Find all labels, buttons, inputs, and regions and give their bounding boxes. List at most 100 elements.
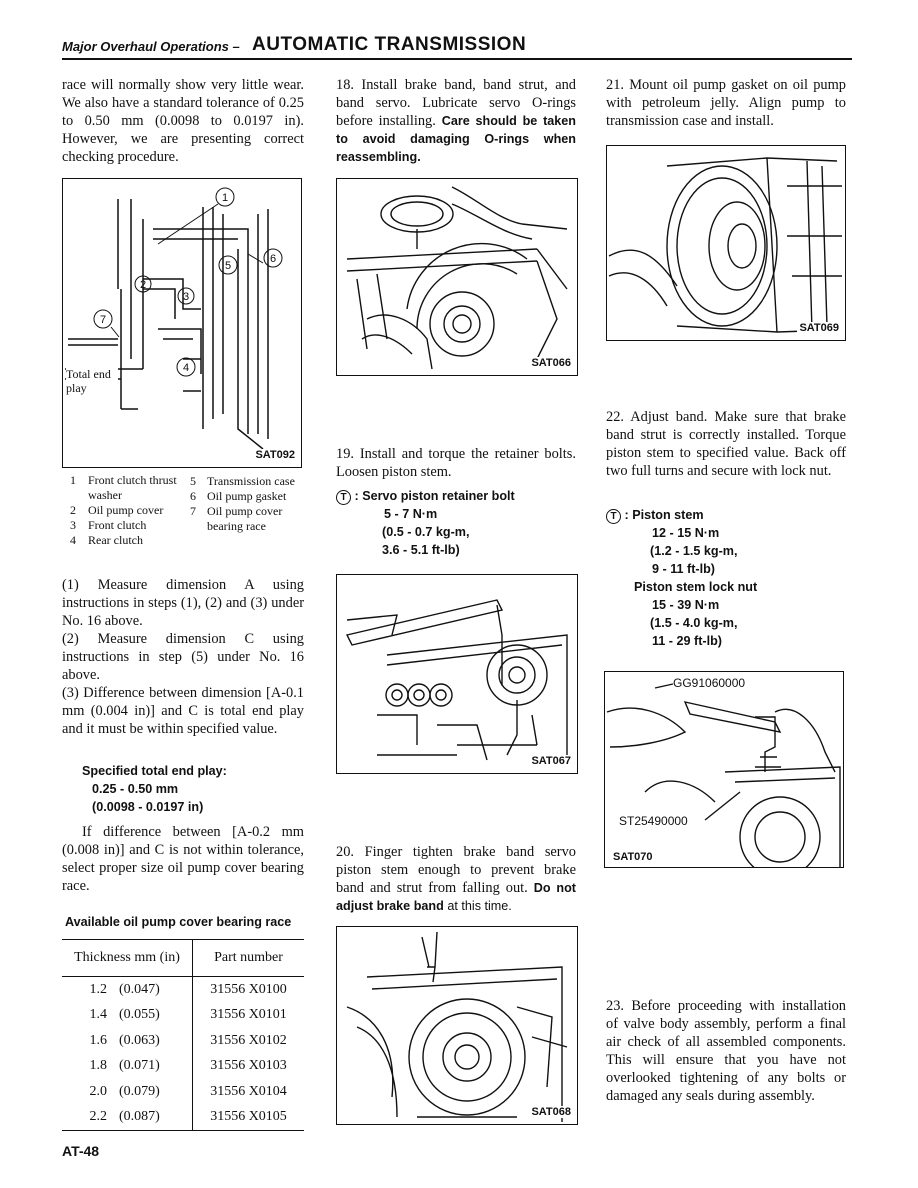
servo-nm: 5 - 7 N·m [384, 507, 438, 521]
servo-torque-spec: T : Servo piston retainer bolt 5 - 7 N·m… [336, 487, 576, 559]
intro-text: race will normally show very little wear… [62, 77, 304, 165]
callout-3: 3 [183, 291, 189, 303]
step-20: 20. Finger tighten brake band servo pist… [336, 843, 576, 915]
lock-ftlb: 11 - 29 ft-lb) [652, 634, 722, 648]
legend-right: 5 Transmission case 6 Oil pump gasket 7 … [190, 474, 302, 534]
measure-steps: (1) Measure dimension A using instructio… [62, 576, 304, 738]
figure-code: SAT066 [529, 357, 573, 369]
thickness-mm: 2.2 [89, 1109, 108, 1125]
col-header-part: Part number [192, 939, 304, 977]
oil-pump-drawing [608, 157, 842, 333]
thickness-cell: 1.6 (0.063) [62, 1028, 193, 1054]
table-row: 2.2 (0.087) 31556 X0105 [62, 1104, 304, 1131]
callout-2: 2 [140, 279, 146, 291]
thickness-in: (0.087) [119, 1109, 160, 1125]
piston-torque-spec: T : Piston stem 12 - 15 N·m (1.2 - 1.5 k… [606, 506, 846, 650]
step-20-caution: Do not adjust brake band [336, 881, 576, 913]
thickness-mm: 2.0 [89, 1083, 108, 1099]
lock-nut-label: Piston stem lock nut [634, 580, 758, 594]
bearing-race-table: Thickness mm (in) Part number 1.2(0.047)… [62, 939, 304, 1131]
part-number-cell: 31556 X0103 [210, 1058, 287, 1074]
legend-item: 7 Oil pump cover bearing race [190, 504, 283, 533]
legend-item: 6 Oil pump gasket [190, 489, 287, 503]
thickness-in: (0.079) [119, 1083, 160, 1099]
spec-mm: 0.25 - 0.50 mm [92, 782, 179, 796]
step-20-text: 20. Finger tighten brake band servo pist… [336, 844, 576, 896]
step-3: (3) Difference between dimension [A-0.1 … [62, 685, 304, 737]
lock-nm: 15 - 39 N·m [652, 598, 720, 612]
callout-1: 1 [222, 192, 228, 204]
page-number: AT-48 [62, 1143, 100, 1159]
table-row: 1.8(0.071)31556 X0103 [62, 1053, 304, 1079]
figure-code: SAT092 [253, 449, 297, 461]
step-18-caution: Care should be taken to avoid damaging O… [336, 114, 576, 164]
difference-note: If difference between [A-0.2 mm (0.008 i… [62, 824, 304, 894]
figure-code: SAT067 [529, 755, 573, 767]
step-18-text: 18. Install brake band, band strut, and … [336, 77, 576, 129]
thickness-in: (0.063) [119, 1032, 160, 1048]
spec-block: Specified total end play: 0.25 - 0.50 mm… [82, 762, 302, 816]
left-column: race will normally show very little wear… [62, 76, 304, 166]
step-19: 19. Install and torque the retainer bolt… [336, 446, 576, 480]
thickness-in: (0.055) [119, 1007, 160, 1023]
figure-sat066: SAT066 [336, 178, 578, 376]
col-header-thickness: Thickness mm (in) [62, 939, 193, 977]
figure-code: SAT070 [611, 851, 655, 863]
legend-item: 5 Transmission case [190, 474, 295, 488]
band-adjust-drawing [606, 683, 841, 867]
part-number-cell: 31556 X0104 [210, 1083, 287, 1099]
part-number-cell: 31556 X0100 [210, 981, 287, 997]
thickness-mm: 1.6 [89, 1032, 108, 1048]
figure-sat068: SAT068 [336, 926, 578, 1125]
step-1: (1) Measure dimension A using instructio… [62, 577, 304, 629]
spec-title: Specified total end play: [82, 764, 227, 778]
tool-gg91060000: GG91060000 [673, 676, 746, 690]
figure-sat070: GG91060000 ST25490000 SAT070 [604, 671, 844, 868]
thickness-in: (0.047) [119, 981, 160, 997]
figure-sat069: SAT069 [606, 145, 846, 341]
callout-7: 7 [100, 314, 106, 326]
legend-item: 4 Rear clutch [70, 533, 143, 547]
section-name: Major Overhaul Operations – [62, 39, 240, 54]
tool-st25490000: ST25490000 [619, 814, 688, 828]
legend-item: 3 Front clutch [70, 518, 147, 532]
table-title: Available oil pump cover bearing race [65, 915, 292, 929]
torque-icon: T [336, 490, 351, 505]
figure-sat067: SAT067 [336, 574, 578, 774]
table-row: 1.6 (0.063) 31556 X0102 [62, 1028, 304, 1054]
thickness-mm: 1.8 [89, 1058, 108, 1074]
total-end-play-label: Total end play [66, 367, 118, 395]
end-play-diagram: 1 2 3 4 5 6 7 [65, 187, 283, 450]
legend-item: 2 Oil pump cover [70, 503, 164, 517]
torque-icon: T [606, 509, 621, 524]
table-row: 2.0 (0.079) 31556 X0104 [62, 1079, 304, 1105]
callout-5: 5 [225, 260, 231, 272]
step-2: (2) Measure dimension C using instructio… [62, 631, 304, 683]
thickness-cell: 2.2 (0.087) [62, 1104, 193, 1131]
servo-label: : Servo piston retainer bolt [354, 489, 515, 503]
callout-4: 4 [183, 362, 189, 374]
servo-kgm: (0.5 - 0.7 kg-m, [382, 525, 470, 539]
step-21: 21. Mount oil pump gasket on oil pump wi… [606, 77, 846, 129]
page-title: AUTOMATIC TRANSMISSION [252, 34, 527, 55]
step-18: 18. Install brake band, band strut, and … [336, 76, 576, 166]
step-22: 22. Adjust band. Make sure that brake ba… [606, 409, 846, 479]
step-20-tail: at this time. [447, 899, 512, 913]
piston-nm: 12 - 15 N·m [652, 526, 720, 540]
brake-servo-drawing [346, 186, 568, 370]
figure-code: SAT068 [529, 1106, 573, 1118]
page-header: Major Overhaul Operations – AUTOMATIC TR… [62, 30, 852, 60]
thickness-mm: 1.4 [89, 1007, 108, 1023]
callout-6: 6 [270, 253, 276, 265]
lock-kgm: (1.5 - 4.0 kg-m, [650, 616, 738, 630]
thickness-cell: 1.4 (0.055) [62, 1002, 193, 1028]
part-number-cell: 31556 X0102 [210, 1032, 287, 1048]
legend-left: 1 Front clutch thrust washer 2 Oil pump … [70, 473, 185, 548]
table-row: 1.4(0.055)31556 X0101 [62, 1002, 304, 1028]
retainer-bolt-drawing [345, 599, 568, 765]
legend-item: 1 Front clutch thrust washer [70, 473, 177, 502]
part-number-cell: 31556 X0105 [192, 1104, 304, 1131]
servo-stem-drawing [346, 931, 568, 1122]
figure-sat092: 1 2 3 4 5 6 7 Total end play SAT092 [62, 178, 302, 468]
